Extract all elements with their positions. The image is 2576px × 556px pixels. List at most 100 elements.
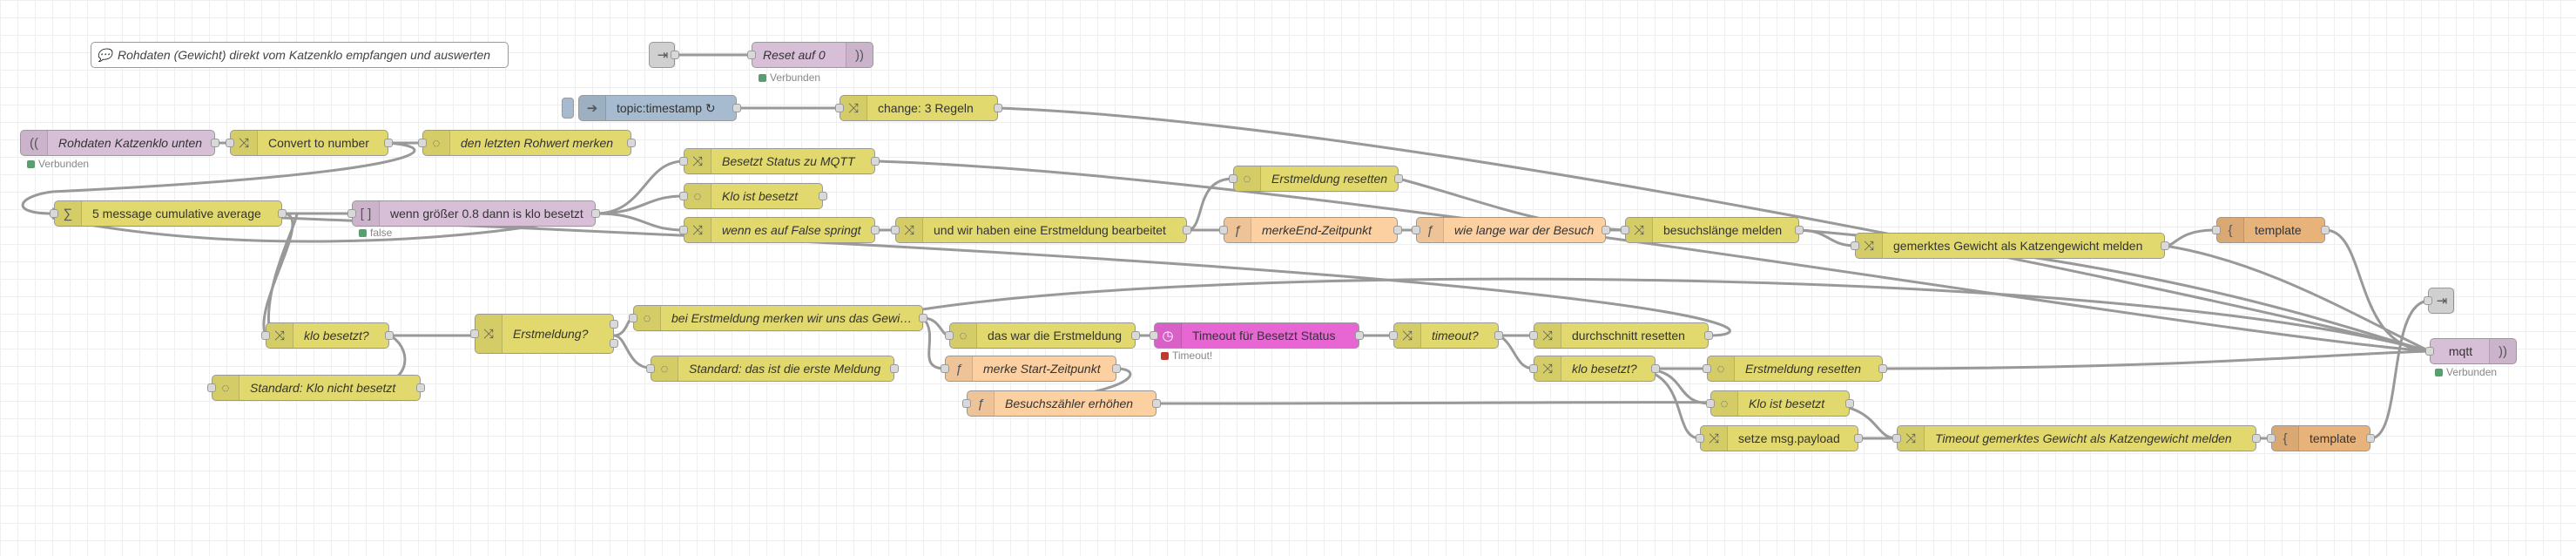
change-setze-payload[interactable]: ⤨ setze msg.payload — [1696, 425, 1863, 451]
function-wie-lange[interactable]: ƒ wie lange war der Besuch — [1412, 217, 1610, 243]
link-out-node[interactable]: ⇥ — [2424, 288, 2455, 314]
link-in-node[interactable]: ⇥ — [649, 42, 679, 68]
function-besuchszaehler[interactable]: ƒ Besuchszähler erhöhen — [962, 390, 1161, 417]
input-port[interactable] — [470, 329, 479, 338]
input-port[interactable] — [1529, 331, 1538, 340]
input-port[interactable] — [1696, 434, 1704, 443]
input-port[interactable] — [1703, 364, 1711, 373]
output-port[interactable] — [1131, 331, 1140, 340]
input-port[interactable] — [261, 331, 270, 340]
template-node-2[interactable]: { template — [2267, 425, 2375, 451]
output-port[interactable] — [2366, 434, 2375, 443]
output-port[interactable] — [1845, 399, 1854, 408]
output-port[interactable] — [1651, 364, 1660, 373]
input-port[interactable] — [1529, 364, 1538, 373]
output-port[interactable] — [2252, 434, 2261, 443]
output-port[interactable] — [871, 226, 880, 234]
change-convert[interactable]: ⤨ Convert to number — [226, 130, 393, 156]
input-port[interactable] — [891, 226, 900, 234]
output-port[interactable] — [890, 364, 899, 373]
switch-wenn-false[interactable]: ⤨ wenn es auf False springt — [679, 217, 880, 243]
change-timeout-gemerktes[interactable]: ⤨ Timeout gemerktes Gewicht als Katzenge… — [1892, 425, 2261, 451]
input-port[interactable] — [2424, 296, 2432, 305]
switch-erstmeldung[interactable]: ⤨ Erstmeldung? — [470, 314, 618, 354]
output-port[interactable] — [627, 139, 636, 147]
output-port[interactable] — [1394, 174, 1403, 183]
output-port[interactable] — [2321, 226, 2330, 234]
input-port[interactable] — [1412, 226, 1420, 234]
output-port[interactable] — [1152, 399, 1161, 408]
input-port[interactable] — [1219, 226, 1228, 234]
input-port[interactable] — [679, 226, 688, 234]
change-gemerktes-gewicht[interactable]: ⤨ gemerktes Gewicht als Katzengewicht me… — [1851, 233, 2169, 259]
input-port[interactable] — [347, 209, 356, 218]
change-das-war[interactable]: ◌ das war die Erstmeldung — [945, 322, 1140, 349]
template-node-1[interactable]: { template — [2212, 217, 2330, 243]
input-port[interactable] — [629, 314, 637, 322]
input-port[interactable] — [1892, 434, 1901, 443]
output-port[interactable] — [416, 383, 425, 392]
input-port[interactable] — [941, 364, 949, 373]
output-port[interactable] — [384, 139, 393, 147]
mqtt-out-node[interactable]: mqtt )) — [2425, 338, 2517, 364]
output-port[interactable] — [278, 209, 287, 218]
input-port[interactable] — [962, 399, 971, 408]
inject-timestamp[interactable]: ➔ topic:timestamp ↻ — [562, 95, 741, 121]
change-besetzt-mqtt[interactable]: ⤨ Besetzt Status zu MQTT — [679, 148, 880, 174]
output-port[interactable] — [610, 339, 618, 348]
smooth-average[interactable]: ∑ 5 message cumulative average — [50, 200, 287, 227]
debug-klo-ist-besetzt[interactable]: ◌ Klo ist besetzt — [679, 183, 827, 209]
input-port[interactable] — [747, 51, 756, 59]
switch-klo-besetzt-2[interactable]: ⤨ klo besetzt? — [1529, 356, 1660, 382]
input-port[interactable] — [50, 209, 58, 218]
input-port[interactable] — [679, 157, 688, 166]
input-port[interactable] — [1229, 174, 1237, 183]
change-3-regeln[interactable]: ⤨ change: 3 Regeln — [835, 95, 1002, 121]
output-port[interactable] — [919, 314, 927, 322]
input-port[interactable] — [679, 192, 688, 200]
output-port[interactable] — [1393, 226, 1402, 234]
output-port[interactable] — [671, 51, 679, 59]
output-port[interactable] — [1183, 226, 1191, 234]
change-durchschnitt[interactable]: ⤨ durchschnitt resetten — [1529, 322, 1713, 349]
change-standard-nicht[interactable]: ◌ Standard: Klo nicht besetzt — [207, 375, 425, 401]
debug-klo-ist-besetzt-2[interactable]: ◌ Klo ist besetzt — [1706, 390, 1854, 417]
mqtt-out-reset[interactable]: Reset auf 0 )) — [747, 42, 873, 68]
output-port[interactable] — [610, 320, 618, 329]
output-port[interactable] — [1355, 331, 1364, 340]
output-port[interactable] — [1112, 364, 1121, 373]
change-bei-erstmeldung[interactable]: ◌ bei Erstmeldung merken wir uns das Gew… — [629, 305, 927, 331]
change-erstmeldung-resetten-2[interactable]: ◌ Erstmeldung resetten — [1703, 356, 1887, 382]
output-port[interactable] — [994, 104, 1002, 112]
switch-und-wir[interactable]: ⤨ und wir haben eine Erstmeldung bearbei… — [891, 217, 1191, 243]
switch-klo-besetzt[interactable]: ⤨ klo besetzt? — [261, 322, 394, 349]
switch-timeout[interactable]: ⤨ timeout? — [1389, 322, 1503, 349]
input-port[interactable] — [835, 104, 844, 112]
output-port[interactable] — [732, 104, 741, 112]
change-standard-erste[interactable]: ◌ Standard: das ist die erste Meldung — [646, 356, 899, 382]
input-port[interactable] — [2267, 434, 2276, 443]
mqtt-in-rohdaten[interactable]: (( Rohdaten Katzenklo unten — [20, 130, 219, 156]
change-erstmeldung-resetten-1[interactable]: ◌ Erstmeldung resetten — [1229, 166, 1403, 192]
flow-comment[interactable]: 💬 Rohdaten (Gewicht) direkt vom Katzenkl… — [91, 42, 509, 68]
change-letzten-rohwert[interactable]: ◌ den letzten Rohwert merken — [418, 130, 636, 156]
output-port[interactable] — [591, 209, 600, 218]
output-port[interactable] — [2161, 241, 2169, 250]
input-port[interactable] — [2425, 347, 2434, 356]
input-port[interactable] — [226, 139, 234, 147]
input-port[interactable] — [1706, 399, 1715, 408]
input-port[interactable] — [207, 383, 216, 392]
input-port[interactable] — [418, 139, 427, 147]
output-port[interactable] — [1704, 331, 1713, 340]
trigger-timeout[interactable]: ◷ Timeout für Besetzt Status — [1150, 322, 1364, 349]
function-merke-start[interactable]: ƒ merke Start-Zeitpunkt — [941, 356, 1121, 382]
input-port[interactable] — [1851, 241, 1859, 250]
input-port[interactable] — [1150, 331, 1158, 340]
input-port[interactable] — [945, 331, 954, 340]
input-port[interactable] — [2212, 226, 2221, 234]
output-port[interactable] — [385, 331, 394, 340]
output-port[interactable] — [1854, 434, 1863, 443]
output-port[interactable] — [1795, 226, 1804, 234]
inject-button[interactable] — [562, 98, 574, 119]
